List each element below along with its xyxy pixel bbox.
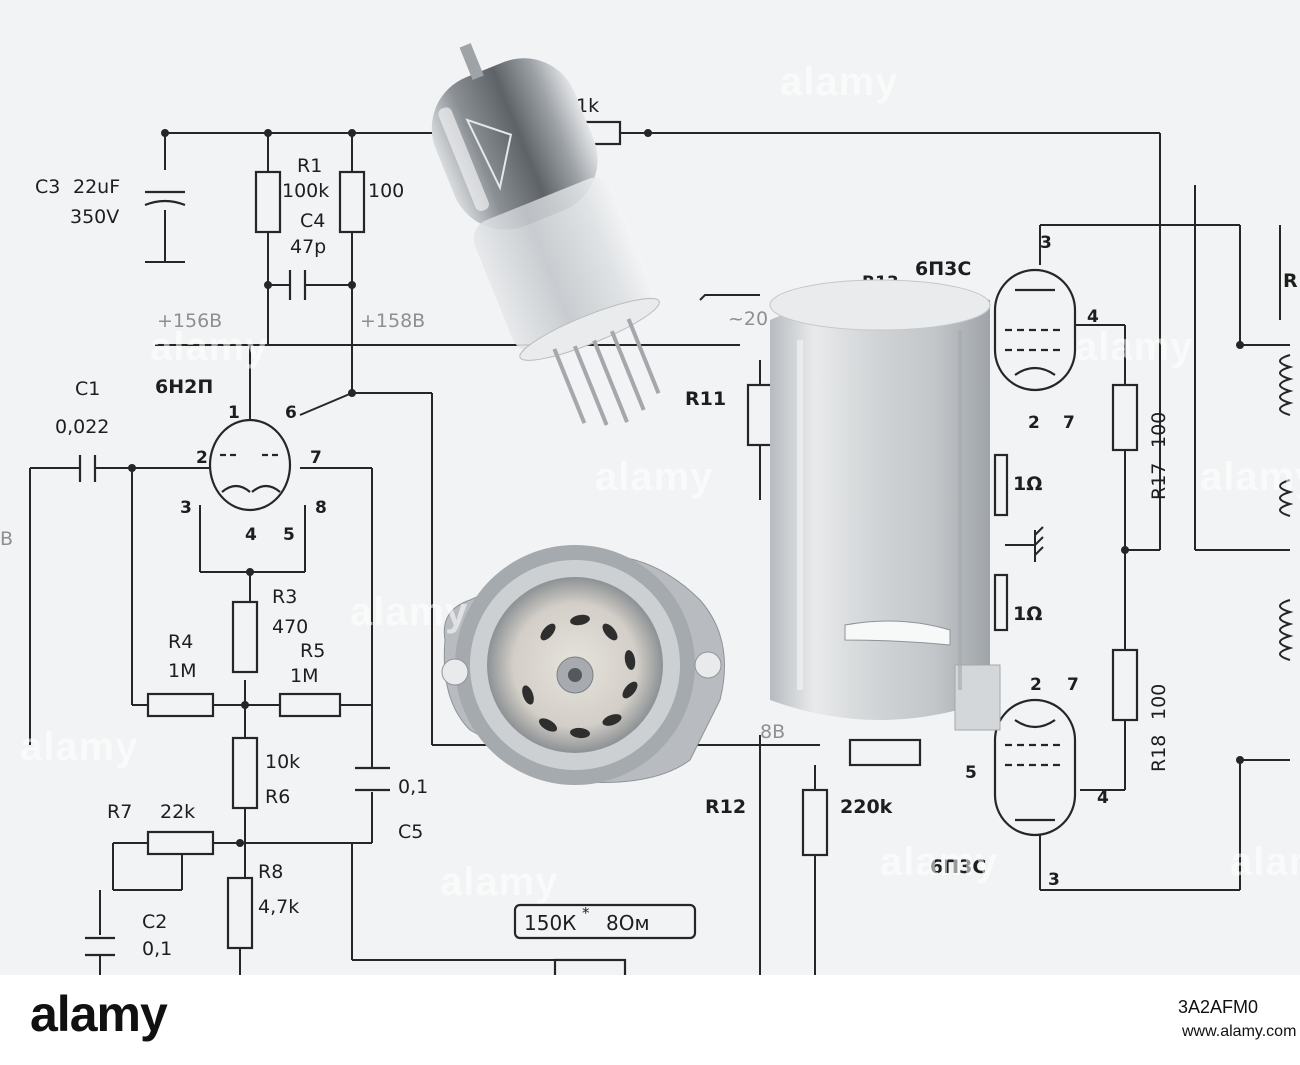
r4-label: R4: [168, 631, 193, 653]
r7-label: R7: [107, 801, 132, 823]
voltage-8b: 8B: [760, 721, 785, 743]
c5-value: 0,1: [398, 776, 428, 798]
tube3-name: 6П3С: [930, 856, 986, 878]
r8-value: 4,7k: [258, 896, 299, 918]
r1-value: 100k: [282, 180, 329, 202]
tube1-name: 6Н2П: [155, 376, 213, 398]
tube-shield-photo: [769, 279, 1001, 731]
r5-label: R5: [300, 640, 325, 662]
r1b-value: 100: [368, 180, 404, 202]
tube3-pin: 7: [1067, 675, 1079, 695]
tube3-pin: 4: [1097, 788, 1109, 808]
footer-bar: alamy 3A2AFM0 www.alamy.com: [0, 975, 1300, 1065]
r3-value: 470: [272, 616, 308, 638]
tube2-pin: 4: [1087, 307, 1099, 327]
r12-label: R12: [705, 796, 746, 818]
r18-label: R18: [1148, 735, 1170, 772]
tube1-pin: 1: [228, 403, 240, 423]
watermark: alamy: [1200, 455, 1300, 499]
r8-label: R8: [258, 861, 283, 883]
voltage-156: +156B: [157, 310, 222, 332]
c3-value: 22uF: [73, 176, 120, 198]
r17-value: 100: [1148, 412, 1170, 448]
c3-label: C3: [35, 176, 60, 198]
watermark: alamy: [350, 590, 469, 634]
r17-label: R17: [1148, 463, 1170, 500]
voltage-158: +158B: [360, 310, 425, 332]
watermark: alamy: [1075, 325, 1194, 369]
c1-value: 0,022: [55, 416, 109, 438]
alamy-logo[interactable]: alamy: [30, 986, 168, 1042]
c2-value: 0,1: [142, 938, 172, 960]
watermark: alamy: [595, 455, 714, 499]
watermark: alamy: [20, 725, 139, 769]
tube1-pin: 6: [285, 403, 297, 423]
tube1-pin: 4: [245, 525, 257, 545]
watermark: alamy: [880, 840, 999, 884]
voltage-20: ~20: [728, 308, 768, 330]
site-url[interactable]: www.alamy.com: [1182, 1023, 1297, 1040]
tube1-pin: 3: [180, 498, 192, 518]
r12-value: 220k: [840, 796, 893, 818]
r6-label: R6: [265, 786, 290, 808]
schematic-wires: [29, 129, 1294, 975]
tube1-pin: 7: [310, 448, 322, 468]
r3-label: R3: [272, 586, 297, 608]
watermark: alamy: [150, 325, 269, 369]
tube-socket-photo: [441, 545, 725, 785]
c5-label: C5: [398, 821, 423, 843]
tube1-pin: 8: [315, 498, 327, 518]
tube1-pin: 5: [283, 525, 295, 545]
r6-value: 10k: [265, 751, 300, 773]
watermark: alamy: [440, 860, 559, 904]
r4-value: 1M: [168, 660, 196, 682]
tube2-pin: 3: [1040, 233, 1052, 253]
watermark: alamy: [780, 60, 899, 104]
vacuum-tube-photo: [431, 43, 661, 426]
image-id: 3A2AFM0: [1178, 997, 1259, 1017]
r11-label: R11: [685, 388, 726, 410]
photo-area: C3 22uF 350V R1 100k 100 C4 47p 1k +156B…: [0, 0, 1300, 975]
r18-value: 100: [1148, 684, 1170, 720]
c3-voltage: 350V: [70, 206, 119, 228]
c4-label: C4: [300, 210, 325, 232]
c2-label: C2: [142, 911, 167, 933]
tube2-pin: 2: [1028, 413, 1040, 433]
ohm2-value: 1Ω: [1013, 603, 1042, 625]
ohm1-value: 1Ω: [1013, 473, 1042, 495]
c4-value: 47p: [290, 236, 326, 258]
schematic-labels: C3 22uF 350V R1 100k 100 C4 47p 1k +156B…: [0, 95, 1298, 960]
r5-value: 1M: [290, 665, 318, 687]
tube3-pin: 5: [965, 763, 977, 783]
tube1-pin: 2: [196, 448, 208, 468]
voltage-left: B: [0, 528, 13, 550]
transformer-label: 150К: [524, 911, 576, 935]
r1-label: R1: [297, 155, 322, 177]
watermark: alamy: [1230, 840, 1300, 884]
tube3-pin: 2: [1030, 675, 1042, 695]
schematic-photo: C3 22uF 350V R1 100k 100 C4 47p 1k +156B…: [0, 43, 1298, 975]
right-edge-label: R: [1283, 270, 1298, 292]
tube2-name: 6П3С: [915, 258, 971, 280]
transformer-ohms: 8Ом: [606, 911, 650, 935]
tube3-pin: 3: [1048, 870, 1060, 890]
tube2-pin: 7: [1063, 413, 1075, 433]
schematic-components: [78, 120, 1139, 975]
r7-value: 22k: [160, 801, 195, 823]
c1-label: C1: [75, 378, 100, 400]
transformer-star: *: [582, 904, 590, 922]
